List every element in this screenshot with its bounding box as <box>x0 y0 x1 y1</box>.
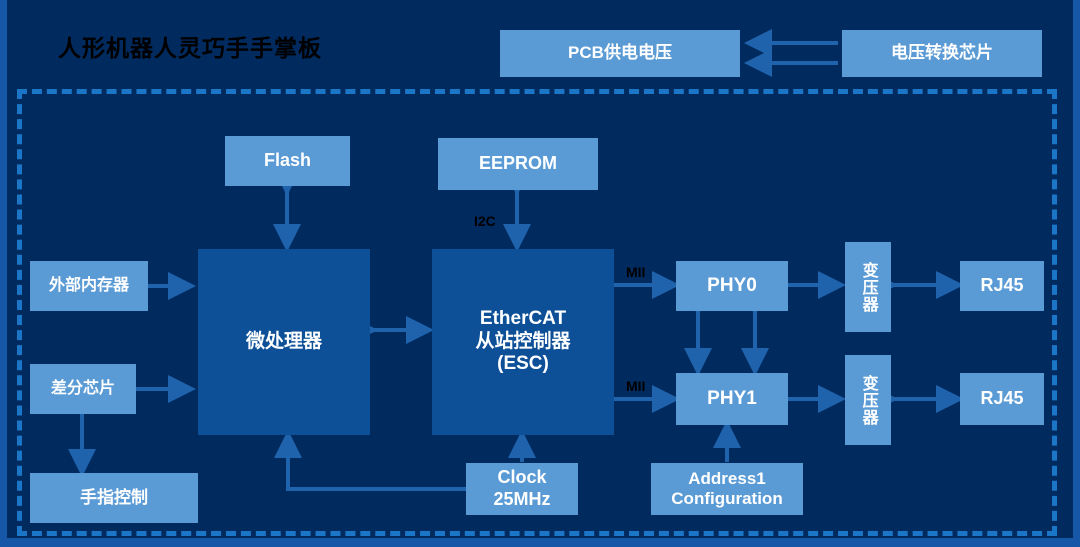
block-rj45-top[interactable]: RJ45 <box>960 261 1044 311</box>
pcb-boundary-outline <box>17 89 1057 536</box>
block-clock-line-2: 25MHz <box>493 489 551 509</box>
block-flash[interactable]: Flash <box>225 136 350 186</box>
block-pcb-supply-label: PCB供电电压 <box>568 43 672 63</box>
block-esc-line-1: EtherCAT <box>479 307 567 329</box>
block-phy1[interactable]: PHY1 <box>676 373 788 425</box>
block-differential-chip-label: 差分芯片 <box>50 380 115 398</box>
block-pcb-supply[interactable]: PCB供电电压 <box>500 30 740 77</box>
block-transformer-bottom-label: 变压器 <box>859 374 877 426</box>
block-finger-control-label: 手指控制 <box>80 487 148 507</box>
block-rj45-bottom-label: RJ45 <box>980 388 1024 409</box>
block-esc-line-3: (ESC) <box>497 353 549 375</box>
block-rj45-top-label: RJ45 <box>980 275 1024 296</box>
block-voltage-converter-label: 电压转换芯片 <box>891 43 993 63</box>
block-finger-control[interactable]: 手指控制 <box>30 473 198 523</box>
block-phy0-label: PHY0 <box>707 274 757 296</box>
block-voltage-converter[interactable]: 电压转换芯片 <box>842 30 1042 77</box>
block-external-memory-label: 外部内存器 <box>48 277 129 295</box>
block-address-line-2: Configuration <box>671 489 783 508</box>
block-ethercat-esc[interactable]: EtherCAT 从站控制器 (ESC) <box>432 249 614 435</box>
connector-label-i2c: I2C <box>474 213 496 229</box>
block-address-line-1: Address1 <box>688 468 766 488</box>
block-eeprom[interactable]: EEPROM <box>438 138 598 190</box>
block-eeprom-label: EEPROM <box>478 153 557 174</box>
connector-label-mii-top: MII <box>626 264 646 280</box>
page-edge-bottom <box>0 538 1080 547</box>
block-external-memory[interactable]: 外部内存器 <box>30 261 148 311</box>
block-rj45-bottom[interactable]: RJ45 <box>960 373 1044 425</box>
block-phy1-label: PHY1 <box>707 387 757 409</box>
page-title: 人形机器人灵巧手手掌板 <box>58 35 322 61</box>
block-address-configuration[interactable]: Address1 Configuration <box>651 463 803 515</box>
page-edge-left <box>0 0 7 547</box>
block-clock[interactable]: Clock 25MHz <box>466 463 578 515</box>
block-microprocessor[interactable]: 微处理器 <box>198 249 370 435</box>
block-phy0[interactable]: PHY0 <box>676 261 788 311</box>
block-microprocessor-label: 微处理器 <box>245 330 322 352</box>
block-flash-label: Flash <box>263 150 311 171</box>
block-transformer-top-label: 变压器 <box>859 261 877 313</box>
block-transformer-bottom[interactable]: 变压器 <box>845 355 891 445</box>
page-edge-right <box>1073 0 1080 547</box>
block-transformer-top[interactable]: 变压器 <box>845 242 891 332</box>
connector-label-mii-bottom: MII <box>626 378 646 394</box>
block-differential-chip[interactable]: 差分芯片 <box>30 364 136 414</box>
block-clock-line-1: Clock <box>497 467 547 488</box>
block-esc-line-2: 从站控制器 <box>475 330 571 352</box>
